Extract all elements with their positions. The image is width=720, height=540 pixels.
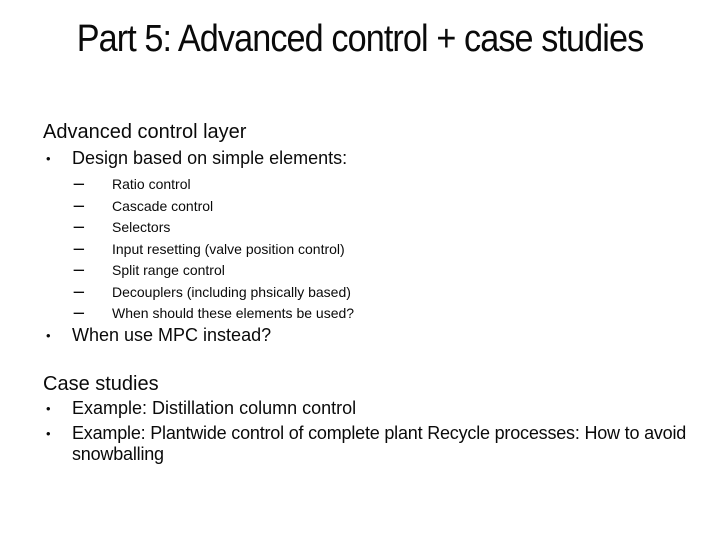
sub-bullet-input-resetting: – Input resetting (valve position contro… bbox=[43, 239, 693, 261]
dash-icon: – bbox=[73, 196, 85, 213]
dash-icon: – bbox=[73, 218, 85, 234]
bullet-dot-icon: • bbox=[46, 151, 51, 166]
sub-bullet-ratio-control: – Ratio control bbox=[43, 174, 693, 196]
bullet-example-distillation-column-control: • Example: Distillation column control bbox=[43, 398, 693, 419]
bullet-text: Design based on simple elements: bbox=[72, 148, 348, 168]
bullet-example-plantwide-control: • Example: Plantwide control of complete… bbox=[43, 423, 713, 465]
bullet-text: Example: Distillation column control bbox=[72, 397, 357, 418]
sub-bullet-text: Split range control bbox=[112, 262, 225, 278]
bullet-dot-icon: • bbox=[46, 400, 51, 416]
slide-title: Part 5: Advanced control + case studies bbox=[76, 18, 645, 60]
sub-bullet-text: Ratio control bbox=[112, 176, 191, 192]
section-heading-advanced-control-layer: Advanced control layer bbox=[43, 121, 247, 143]
bullet-dot-icon: • bbox=[46, 327, 51, 343]
sub-bullet-text: Input resetting (valve position control) bbox=[112, 240, 345, 257]
dash-icon: – bbox=[73, 261, 85, 277]
sub-bullet-list: – Ratio control – Cascade control – Sele… bbox=[43, 174, 693, 325]
sub-bullet-text: Cascade control bbox=[112, 197, 214, 214]
dash-icon: – bbox=[73, 239, 85, 256]
bullet-text: When use MPC instead? bbox=[72, 324, 272, 345]
sub-bullet-text: Decouplers (including phsically based) bbox=[112, 283, 351, 300]
sub-bullet-split-range-control: – Split range control bbox=[43, 260, 693, 282]
sub-bullet-selectors: – Selectors bbox=[43, 217, 693, 239]
bullet-when-use-mpc-instead: • When use MPC instead? bbox=[43, 325, 693, 346]
dash-icon: – bbox=[73, 175, 85, 191]
bullet-text: Example: Plantwide control of complete p… bbox=[72, 422, 687, 464]
sub-bullet-text: Selectors bbox=[112, 219, 171, 235]
sub-bullet-when-should-elements-be-used: – When should these elements be used? bbox=[43, 303, 693, 325]
sub-bullet-cascade-control: – Cascade control bbox=[43, 196, 693, 218]
slide-body: Advanced control layer • Design based on… bbox=[43, 120, 693, 465]
bullet-design-based-on-simple-elements: • Design based on simple elements: bbox=[43, 148, 693, 169]
sub-bullet-decouplers: – Decouplers (including phsically based) bbox=[43, 282, 693, 304]
dash-icon: – bbox=[73, 282, 85, 299]
section-heading-case-studies: Case studies bbox=[43, 372, 159, 395]
bullet-dot-icon: • bbox=[46, 425, 51, 441]
dash-icon: – bbox=[73, 304, 85, 320]
sub-bullet-text: When should these elements be used? bbox=[112, 305, 355, 321]
